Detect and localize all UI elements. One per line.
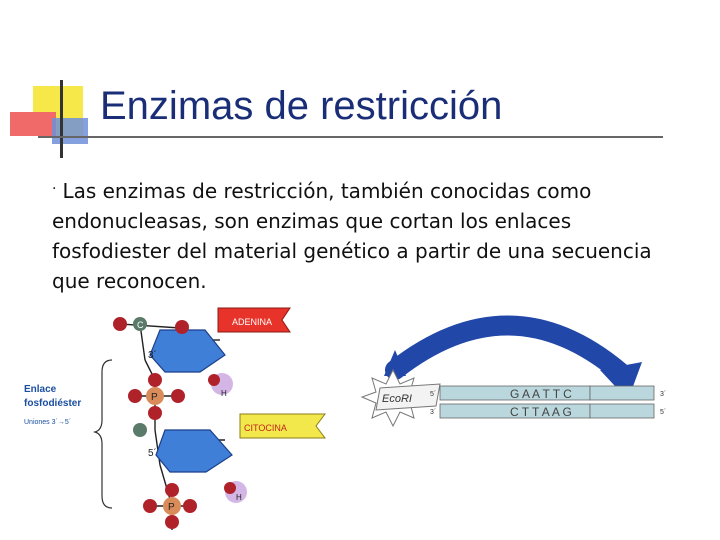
title-underline [38, 136, 663, 138]
oxygen-atom [165, 483, 179, 497]
oxygen-atom [113, 317, 127, 331]
strand-top-3-end: 3´ [660, 391, 666, 398]
atom-label-p: P [168, 502, 175, 513]
phosphorus-atom [163, 497, 181, 515]
oxygen-atom [143, 499, 157, 513]
strand-bottom-5-end: 5´ [660, 409, 666, 416]
decor-blue-square [52, 118, 88, 144]
oxygen-atom [224, 482, 236, 494]
strand-top-5-end: 5´ [430, 391, 436, 398]
bond-sublabel: Uniones 3´→5´ [24, 419, 71, 426]
enzyme-name: EcoRI [382, 393, 412, 405]
sequence-bottom: C T T A A G [510, 405, 572, 419]
bond-label-line1: Enlace [24, 384, 57, 395]
sugar-ring-top [149, 329, 226, 373]
oxygen-atom [128, 389, 142, 403]
bullet-marker: · [52, 181, 57, 197]
atom-label-c: C [137, 320, 144, 330]
bond-bracket [92, 359, 113, 509]
decor-vertical-line [60, 80, 63, 158]
base-label-adenine: ADENINA [232, 317, 272, 327]
cut-arrow-tail [384, 350, 406, 376]
strand-top-right [589, 385, 655, 401]
ecori-figure: EcoRI G A A T T C C T T A A G 5´ 3´ 3´ 5… [360, 315, 666, 428]
oxygen-atom [165, 515, 179, 529]
dna-backbone-figure: ADENINA CITOCINA C P P H [24, 307, 326, 530]
oxygen-atom [148, 373, 162, 387]
oxygen-atom [183, 499, 197, 513]
strand-bottom-3-end: 3´ [430, 409, 436, 416]
decor-red-bar [10, 112, 56, 136]
slide-title: Enzimas de restricción [100, 84, 503, 128]
carbon-3-label: 3´ [148, 349, 157, 361]
atom-label-h: H [236, 493, 242, 502]
base-flag-adenine [217, 307, 291, 333]
oxygen-atom [171, 389, 185, 403]
restriction-diagram: ADENINA CITOCINA C P P H [24, 307, 666, 530]
atom-label-p: P [151, 392, 158, 403]
body-paragraph: Las enzimas de restricción, también cono… [52, 179, 652, 293]
sequence-top: G A A T T C [510, 387, 572, 401]
sugar-ring-bottom [155, 429, 233, 473]
oxygen-atom [148, 406, 162, 420]
carbon-atom [133, 317, 147, 331]
base-label-cytosine: CITOCINA [244, 423, 287, 433]
base-flag-cytosine [239, 413, 326, 439]
cut-arrow [385, 315, 630, 382]
carbon-5-label: 5´ [148, 447, 157, 459]
bond-label-line2: fosfodiéster [24, 398, 81, 409]
oxygen-atom [208, 374, 220, 386]
atoms: C P P H H [113, 317, 247, 529]
carbon-atom [133, 423, 147, 437]
enzyme-label-box [375, 383, 441, 411]
slide-body: ·Las enzimas de restricción, también con… [52, 174, 672, 296]
phosphorus-atom [146, 387, 164, 405]
atom-label-h: H [221, 389, 227, 398]
oxygen-atom [175, 320, 189, 334]
strand-bottom-right [589, 403, 655, 419]
